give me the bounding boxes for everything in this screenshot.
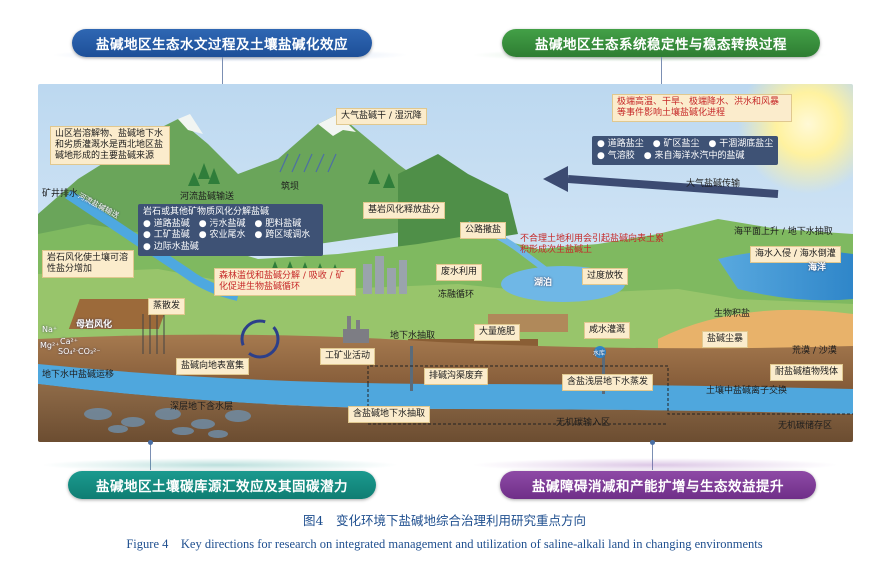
heading-stem <box>652 442 653 470</box>
heading-halo-bottom-right <box>470 458 840 472</box>
sea-rise-label: 海平面上升 / 地下水抽取 <box>734 227 833 237</box>
base-rock-box: 基岩风化释放盐分 <box>363 202 446 219</box>
inorganic-input-label: 无机碳输入区 <box>556 418 611 428</box>
salt-storm-box: 盐碱尘暴 <box>702 331 749 348</box>
wastewater-box: 废水利用 <box>436 264 483 281</box>
ion-mg: Mg²⁺ <box>40 341 60 350</box>
forest-cycle-box: 森林滥伐和盐碱分解 / 吸收 / 矿化促进生物盐碱循环 <box>214 268 356 296</box>
heading-halo-bottom-left <box>40 458 400 472</box>
deep-aquifer-label: 深层地下含水层 <box>170 402 234 412</box>
gw-transport-label: 地下水中盐碱运移 <box>42 370 115 380</box>
source-item: 污水盐碱 <box>209 218 246 229</box>
source-row: ● 工矿盐碱 ● 农业尾水 ● 跨区域调水 <box>143 230 311 240</box>
road-salt-box: 公路撒盐 <box>460 222 507 239</box>
brine-irrigation-box: 咸水灌溉 <box>584 322 631 339</box>
ion-co3: CO₃²⁻ <box>78 347 101 356</box>
ocean-label: 海洋 <box>808 263 827 273</box>
overgrazing-box: 过度放牧 <box>582 268 629 285</box>
saline-pump-box: 含盐碱地下水抽取 <box>348 406 431 423</box>
dust-row: ● 道路盐尘 ● 矿区盐尘 ● 干涸湖底盐尘 <box>597 139 774 149</box>
land-misuse-label: 不合理土地利用会引起盐碱向表土累积形成次生盐碱土 <box>520 234 665 255</box>
ion-so4: SO₄²⁻ <box>58 347 81 356</box>
mine-drain-label: 矿井排水 <box>42 189 79 199</box>
ion-exchange-label: 土壤中盐碱离子交换 <box>706 386 788 396</box>
atmos-deposition-box: 大气盐碱干 / 湿沉降 <box>336 108 427 125</box>
freeze-thaw-label: 冻融循环 <box>438 290 475 300</box>
dust-item: 气溶胶 <box>607 150 635 161</box>
dam-label: 筑坝 <box>281 182 300 192</box>
heading-stem <box>222 57 223 87</box>
source-item: 农业尾水 <box>209 230 246 240</box>
reservoir-label: 水库 <box>593 350 606 357</box>
mountain-salt-source-box: 山区岩溶解物、盐碱地下水和劣质灌溉水是西北地区盐碱地形成的主要盐碱来源 <box>50 126 170 165</box>
extreme-events-box: 极端高温、干旱、极端降水、洪水和风暴等事件影响土壤盐碱化进程 <box>612 94 792 122</box>
inorganic-store-label: 无机碳储存区 <box>778 421 833 431</box>
source-row: ● 边际水盐碱 <box>143 241 199 252</box>
dust-sources-box: ● 道路盐尘 ● 矿区盐尘 ● 干涸湖底盐尘 ● 气溶胶 ● 来自海洋水汽中的盐… <box>592 136 779 165</box>
source-row: ● 道路盐碱 ● 污水盐碱 ● 肥料盐碱 <box>143 218 302 229</box>
tolerant-plant-box: 耐盐碱植物残体 <box>770 364 844 381</box>
evapotranspiration-box: 蒸散发 <box>148 298 186 315</box>
salt-sources-box: 岩石或其他矿物质风化分解盐碱 ● 道路盐碱 ● 污水盐碱 ● 肥料盐碱 ● 工矿… <box>138 204 323 256</box>
dust-row: ● 气溶胶 ● 来自海洋水汽中的盐碱 <box>597 150 745 161</box>
source-item: 边际水盐碱 <box>153 241 199 252</box>
heading-stem <box>661 57 662 87</box>
caption-en: Figure 4 Key directions for research on … <box>126 537 763 551</box>
dust-item: 道路盐尘 <box>607 139 644 149</box>
salt-surface-box: 盐碱向地表富集 <box>176 358 250 375</box>
dust-item: 来自海洋水汽中的盐碱 <box>654 150 745 161</box>
ion-ca: Ca²⁺ <box>60 337 78 346</box>
heading-hydrology: 盐碱地区生态水文过程及土壤盐碱化效应 <box>72 29 372 57</box>
source-item: 肥料盐碱 <box>265 218 302 229</box>
river-transport-label: 河流盐碱输送 <box>180 192 235 202</box>
source-item: 道路盐碱 <box>153 218 190 229</box>
heading-dot <box>650 440 655 445</box>
ion-na: Na⁺ <box>42 325 58 334</box>
heading-barrier: 盐碱障碍消减和产能扩增与生态效益提升 <box>500 471 816 499</box>
dust-item: 干涸湖底盐尘 <box>719 139 774 149</box>
drain-box: 排碱沟渠废弃 <box>424 368 489 385</box>
weathering-intro: 岩石或其他矿物质风化分解盐碱 <box>143 207 270 217</box>
fertilizer-box: 大量施肥 <box>474 324 521 341</box>
bio-salt-label: 生物积盐 <box>714 309 751 319</box>
lake-label: 湖泊 <box>534 278 553 288</box>
rock-weathering-box: 岩石风化使土壤可溶性盐分增加 <box>42 250 134 278</box>
source-item: 跨区域调水 <box>265 230 311 240</box>
heading-ecosystem: 盐碱地区生态系统稳定性与稳态转换过程 <box>502 29 820 57</box>
caption-cn: 图4 变化环境下盐碱地综合治理利用研究重点方向 <box>303 513 586 528</box>
heading-dot <box>148 440 153 445</box>
atmos-transport-label: 大气盐碱传输 <box>686 179 741 189</box>
gw-pump-label: 地下水抽取 <box>390 331 436 341</box>
heading-stem <box>150 442 151 470</box>
seawater-intrusion-box: 海水入侵 / 海水倒灌 <box>750 246 841 263</box>
source-item: 工矿盐碱 <box>153 230 190 240</box>
shallow-evap-box: 含盐浅层地下水蒸发 <box>562 374 654 391</box>
dust-item: 矿区盐尘 <box>663 139 700 149</box>
saline-landscape-scene: 山区岩溶解物、盐碱地下水和劣质灌溉水是西北地区盐碱地形成的主要盐碱来源 矿井排水… <box>38 84 853 442</box>
industry-box: 工矿业活动 <box>320 348 376 365</box>
parent-rock-label: 母岩风化 <box>76 320 113 330</box>
heading-carbon: 盐碱地区土壤碳库源汇效应及其固碳潜力 <box>68 471 376 499</box>
scene-illustration <box>38 84 853 442</box>
desert-label: 荒漠 / 沙漠 <box>792 346 837 356</box>
